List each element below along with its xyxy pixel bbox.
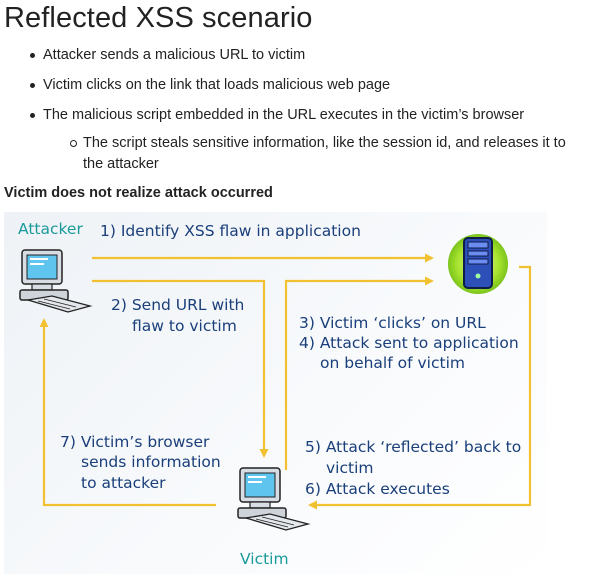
step-7-label-cont: sends information — [81, 453, 221, 471]
bullet-dot-icon — [30, 113, 35, 118]
victim-computer-icon — [237, 467, 311, 531]
step-7-label-cont-2: to attacker — [81, 474, 166, 492]
step-5-label-cont: victim — [326, 459, 374, 477]
summary-note: Victim does not realize attack occurred — [4, 185, 273, 201]
bullet-text: Attacker sends a malicious URL to victim — [43, 47, 306, 63]
xss-flow-diagram: Attacker Victim 1) Identify XSS flaw in … — [4, 212, 547, 574]
victim-label: Victim — [240, 550, 289, 568]
sub-bullet-text: The script steals sensitive information,… — [83, 135, 566, 172]
step-7-label: 7) Victim’s browser — [60, 433, 210, 451]
arrow-step-5 — [308, 265, 532, 510]
bullet-dot-icon — [30, 83, 35, 88]
page-title: Reflected XSS scenario — [4, 2, 313, 34]
bullet-dot-icon — [30, 53, 35, 58]
step-5-label: 5) Attack ‘reflected’ back to — [305, 438, 522, 456]
step-2-label-cont: flaw to victim — [132, 317, 237, 335]
arrow-step-7 — [39, 318, 216, 507]
step-4-label: 4) Attack sent to application — [299, 334, 519, 352]
step-3-label: 3) Victim ‘clicks’ on URL — [299, 314, 486, 332]
step-2-label: 2) Send URL with — [111, 296, 245, 314]
attacker-label: Attacker — [18, 220, 83, 238]
attacker-computer-icon — [19, 249, 93, 313]
step-6-label: 6) Attack executes — [305, 480, 450, 498]
step-1-label: 1) Identify XSS flaw in application — [100, 222, 361, 240]
step-4-label-cont: on behalf of victim — [320, 354, 465, 372]
bullet-text: Victim clicks on the link that loads mal… — [43, 77, 391, 93]
arrow-step-2 — [92, 279, 269, 458]
bullet-text: The malicious script embedded in the URL… — [43, 107, 525, 123]
hollow-bullet-icon — [70, 140, 77, 147]
arrow-step-4 — [284, 276, 434, 470]
server-icon — [448, 234, 508, 294]
